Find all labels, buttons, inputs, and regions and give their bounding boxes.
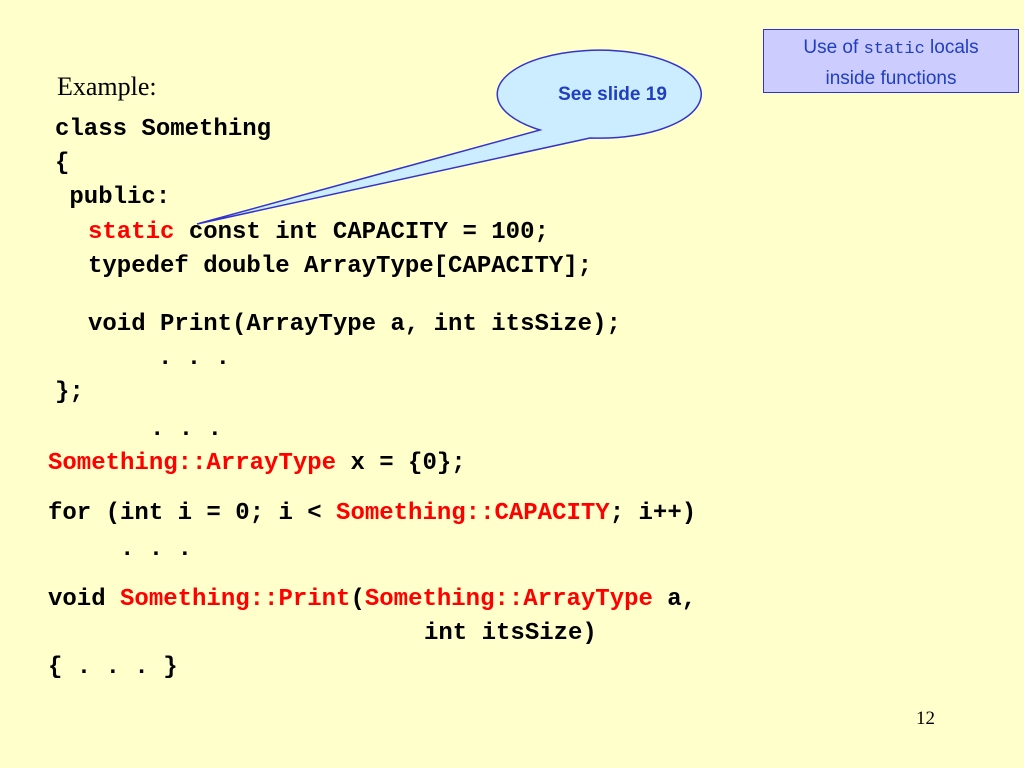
note-box: Use of static locals inside functions bbox=[763, 29, 1019, 93]
code-line-close-brace: }; bbox=[55, 379, 84, 406]
code-capacity-scope: Something::CAPACITY bbox=[336, 500, 610, 527]
code-line-static-const: static const int CAPACITY = 100; bbox=[88, 219, 549, 247]
code-line-itssize: int itsSize) bbox=[424, 620, 597, 647]
code-static-keyword: static bbox=[88, 219, 175, 246]
code-line-ellipsis-1: . . . bbox=[158, 345, 231, 372]
note-prefix: Use of bbox=[803, 37, 864, 58]
code-array-rest: x = {0}; bbox=[336, 450, 466, 477]
callout-shape bbox=[196, 49, 702, 225]
code-param-type-scope: Something::ArrayType bbox=[364, 586, 653, 613]
code-line-typedef: typedef double ArrayType[CAPACITY]; bbox=[88, 253, 593, 280]
page-number: 12 bbox=[916, 708, 935, 729]
code-static-rest: const int CAPACITY = 100; bbox=[174, 219, 549, 246]
code-line-public: public: bbox=[55, 184, 171, 211]
code-line-array-decl: Something::ArrayType x = {0}; bbox=[48, 450, 466, 478]
code-void: void bbox=[48, 586, 121, 613]
callout-text: See slide 19 bbox=[558, 84, 667, 105]
code-for-start: for (int i = 0; i < bbox=[48, 500, 337, 527]
code-line-class: class Something bbox=[55, 116, 272, 143]
note-suffix: locals bbox=[924, 37, 979, 58]
code-line-body: { . . . } bbox=[48, 654, 178, 681]
code-for-end: ; i++) bbox=[609, 500, 697, 527]
code-print-scope: Something::Print bbox=[120, 586, 351, 613]
note-line-2: inside functions bbox=[825, 68, 957, 89]
code-line-open-brace: { bbox=[55, 150, 70, 177]
code-line-print-def: void Something::Print(Something::ArrayTy… bbox=[48, 586, 696, 614]
example-label: Example: bbox=[57, 72, 157, 101]
code-param-a: a, bbox=[652, 586, 697, 613]
code-arraytype-scope: Something::ArrayType bbox=[48, 450, 337, 477]
note-static-keyword: static bbox=[863, 40, 925, 59]
code-open-paren: ( bbox=[350, 586, 365, 613]
code-line-for: for (int i = 0; i < Something::CAPACITY;… bbox=[48, 500, 696, 528]
code-line-print-decl: void Print(ArrayType a, int itsSize); bbox=[88, 311, 621, 338]
code-line-ellipsis-2: . . . bbox=[150, 416, 223, 443]
note-line-1: Use of static locals bbox=[764, 33, 1018, 64]
code-line-ellipsis-3: . . . bbox=[120, 536, 193, 563]
